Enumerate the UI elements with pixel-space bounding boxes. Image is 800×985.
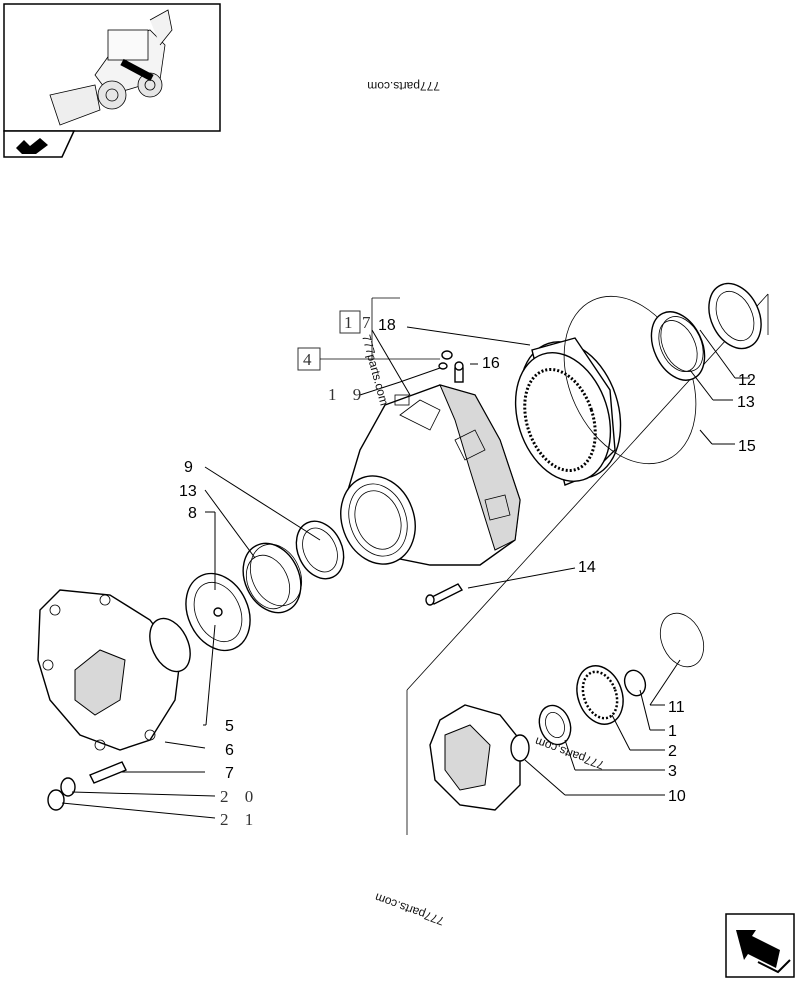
wheel-stud [89,761,127,784]
boxed-callout-17: 1 7 [339,310,377,334]
seal-ring-9 [295,520,345,580]
callout-13-upper: 13 [737,394,755,411]
bearing-upper [650,311,706,381]
leader-lines [61,326,750,819]
backhoe-loader-thumbnail-icon[interactable] [3,3,221,132]
callout-2: 2 [668,743,677,760]
bearing-lower [242,542,303,614]
callout-19: 1 9 [328,385,367,404]
sun-gear [576,665,624,725]
callout-1: 1 [668,723,677,740]
wheel-hub [37,589,191,751]
oil-seal-8 [185,572,251,652]
next-page-arrow-icon[interactable] [725,913,795,978]
lock-nut [708,282,762,350]
callout-16: 16 [482,355,500,372]
snap-ring-11 [659,612,705,668]
watermark-bottom: 777parts.com [373,890,446,928]
seal-washer-small [438,350,453,370]
callout-3: 3 [668,763,677,780]
callout-11: 11 [668,699,685,716]
thrust-ring-1 [623,669,647,697]
breather-plug [454,361,464,383]
assembly-frame-lines [371,293,769,835]
callout-labels: 18 16 12 13 15 9 13 8 14 11 1 2 3 10 5 6… [179,317,756,829]
ring-gear [514,337,622,486]
nut-21 [47,789,65,811]
callout-21: 2 1 [220,810,259,829]
callout-9: 9 [184,459,193,476]
bolt-14 [425,583,464,606]
callout-18: 18 [378,317,396,334]
page-flag-icon[interactable] [3,130,76,158]
callout-13-lower: 13 [179,483,197,500]
callout-14: 14 [578,559,596,576]
washer-20 [60,777,76,797]
callout-8: 8 [188,505,197,522]
boxed-label-4: 4 [303,350,318,369]
callout-10: 10 [668,788,686,805]
callout-7: 7 [225,765,234,782]
boxed-label-1: 1 [344,313,359,332]
callout-5: 5 [225,718,234,735]
callout-20: 2 0 [220,787,259,806]
boxed-label-7: 7 [362,313,377,332]
callout-6: 6 [225,742,234,759]
boxed-callout-4: 4 [297,347,440,371]
watermark-top: 777parts.com [367,79,440,93]
callout-12: 12 [738,372,756,389]
planet-carrier [429,704,530,811]
spacer-3 [538,704,572,746]
callout-15: 15 [738,438,756,455]
wheel-hub-housing [340,384,521,566]
watermark-carrier: 777parts.com [533,734,606,772]
